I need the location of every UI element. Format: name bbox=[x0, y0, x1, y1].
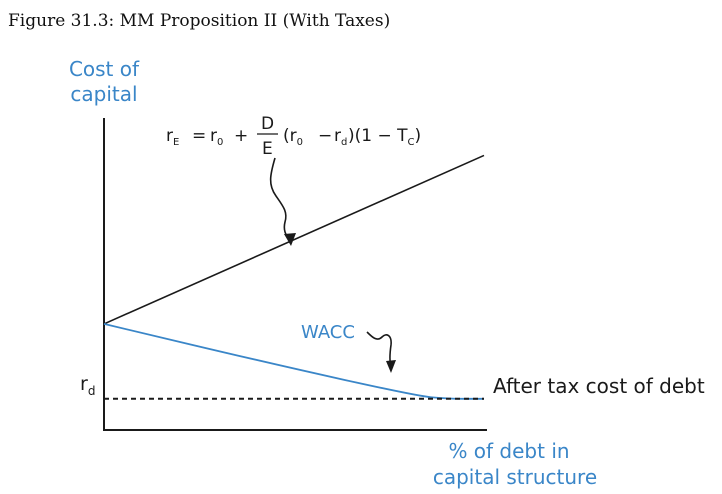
eq-frac-denominator: E bbox=[262, 139, 273, 159]
series-line-wacc bbox=[103, 323, 484, 400]
eq-r0: r0 bbox=[210, 126, 223, 148]
eq-plus: + bbox=[234, 126, 248, 146]
y-axis-label-line2: capital bbox=[70, 82, 137, 106]
eq-equals: = bbox=[192, 126, 206, 146]
debt-line-label: After tax cost of debt bbox=[493, 374, 705, 398]
y-axis-label-line1: Cost of bbox=[69, 57, 140, 81]
figure-caption: Figure 31.3: MM Proposition II (With Tax… bbox=[8, 11, 390, 31]
eq-rd: rd bbox=[334, 126, 347, 148]
x-axis-label-line2: capital structure bbox=[433, 465, 597, 489]
eq-frac-numerator: D bbox=[261, 114, 274, 134]
eq-minus: − bbox=[318, 126, 332, 146]
wacc-arrow bbox=[366, 331, 396, 373]
series-layer bbox=[103, 154, 485, 400]
equation-arrow bbox=[269, 157, 296, 246]
wacc-label: WACC bbox=[301, 322, 355, 343]
x-axis-label-line1: % of debt in bbox=[448, 439, 569, 463]
eq-lhs: rE bbox=[166, 126, 179, 148]
series-line-r-e bbox=[103, 154, 485, 325]
eq-tax-term: )(1 − TC) bbox=[348, 126, 421, 148]
equity-cost-equation: rE = r0 + D E (r0 − rd )(1 − TC) bbox=[166, 114, 421, 159]
rd-tick-label: rd bbox=[80, 373, 95, 398]
eq-paren: (r0 bbox=[283, 126, 303, 148]
